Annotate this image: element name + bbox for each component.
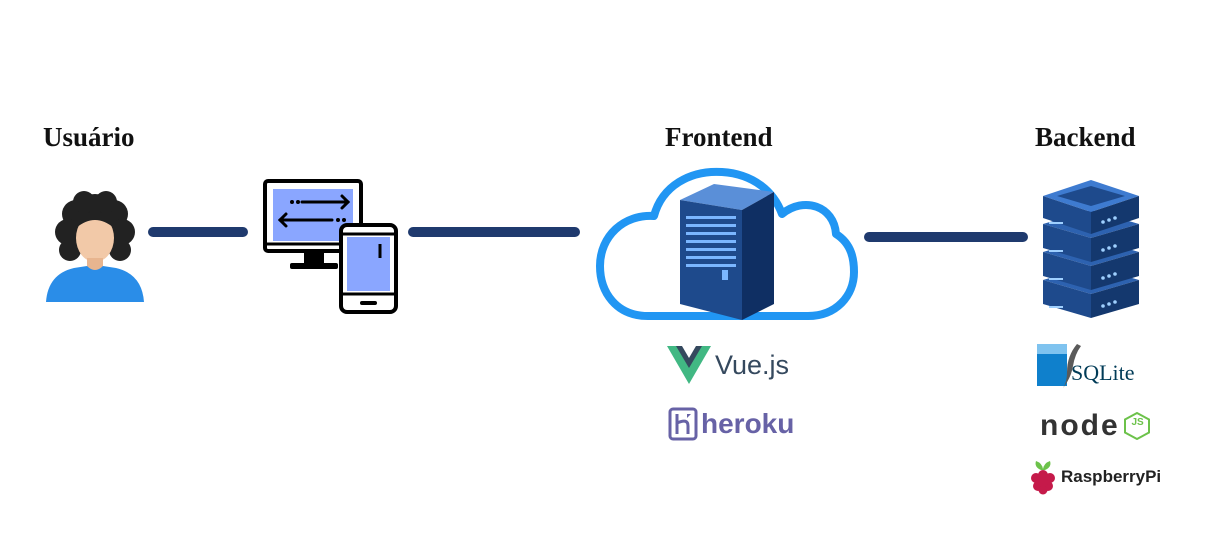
- vue-logo: Vue.js: [667, 345, 789, 385]
- sqlite-logo: SQLite: [1037, 342, 1149, 388]
- sqlite-label: SQLite: [1071, 360, 1135, 385]
- nodejs-js-badge-icon: [1123, 412, 1150, 440]
- server-stack-icon: [1043, 180, 1139, 318]
- connector-devices-frontend: [408, 227, 580, 237]
- connector-frontend-backend: [864, 232, 1028, 242]
- nodejs-label: node: [1040, 409, 1120, 442]
- vue-icon: [667, 346, 711, 384]
- cloud-server-icon: [596, 167, 858, 320]
- connector-user-devices: [148, 227, 248, 237]
- desktop-and-mobile-icon: [263, 179, 398, 314]
- nodejs-badge-label: JS: [1131, 417, 1144, 428]
- heroku-label: heroku: [701, 408, 795, 439]
- user-heading: Usuário: [43, 122, 135, 152]
- sqlite-icon: [1037, 344, 1081, 388]
- vue-label: Vue.js: [715, 349, 790, 380]
- user-avatar-icon: [46, 191, 144, 302]
- nodejs-logo: node JS: [1040, 409, 1150, 442]
- frontend-heading: Frontend: [665, 122, 773, 152]
- heroku-icon: [668, 407, 698, 441]
- backend-heading: Backend: [1035, 122, 1136, 152]
- heroku-logo: heroku: [668, 406, 794, 442]
- raspberrypi-logo: RaspberryPi: [1028, 458, 1161, 496]
- raspberrypi-label: RaspberryPi: [1061, 467, 1162, 486]
- raspberry-icon: [1031, 461, 1055, 495]
